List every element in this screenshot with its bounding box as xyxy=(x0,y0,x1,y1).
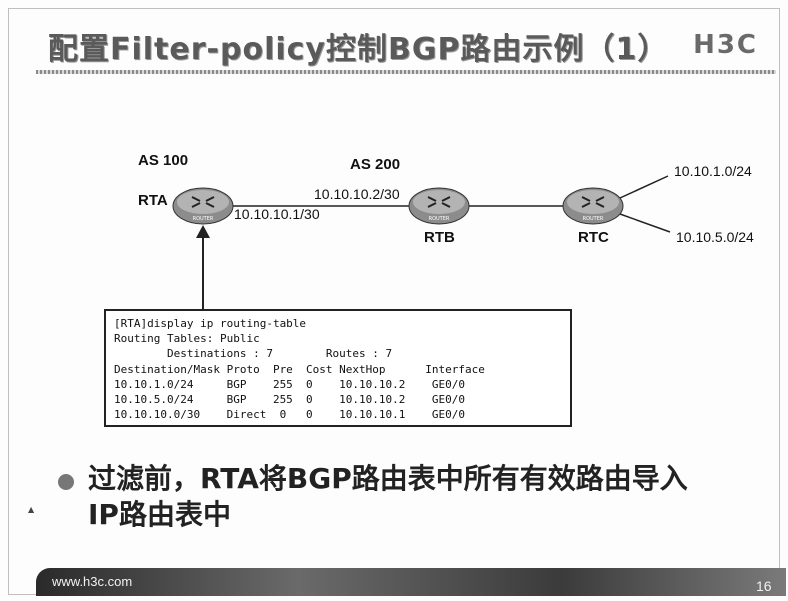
as-200-label: AS 200 xyxy=(350,156,401,173)
h3c-logo: H3C xyxy=(693,30,758,60)
rta-interface-ip: 10.10.10.1/30 xyxy=(234,206,320,222)
arrow-head xyxy=(196,225,210,238)
bullet-text: 过滤前，RTA将BGP路由表中所有有效路由导入 IP路由表中 xyxy=(88,461,748,533)
routing-table-line: Destinations : 7 Routes : 7 xyxy=(114,347,393,361)
routing-table-header: Destination/Mask Proto Pre Cost NextHop … xyxy=(114,362,485,376)
routing-table-box: [RTA]display ip routing-table Routing Ta… xyxy=(104,309,572,427)
routing-table-row: 10.10.5.0/24 BGP 255 0 10.10.10.2 GE0/0 xyxy=(114,393,465,407)
footer-band xyxy=(36,568,786,596)
as-100-label: AS 100 xyxy=(138,152,189,169)
network-10-10-1: 10.10.1.0/24 xyxy=(674,163,752,179)
page-number: 16 xyxy=(756,578,772,594)
small-triangle-icon: ▲ xyxy=(28,505,35,514)
network-10-10-5: 10.10.5.0/24 xyxy=(676,229,754,245)
routing-table-row: 10.10.10.0/30 Direct 0 0 10.10.10.1 GE0/… xyxy=(114,408,465,422)
routing-table-row: 10.10.1.0/24 BGP 255 0 10.10.10.2 GE0/0 xyxy=(114,377,465,391)
router-badge: ROUTER xyxy=(583,216,604,222)
router-name-rtc: RTC xyxy=(578,229,609,246)
router-icon: ROUTER xyxy=(408,187,470,225)
bullet-line-1: 过滤前，RTA将BGP路由表中所有有效路由导入 xyxy=(88,462,688,495)
router-icon: ROUTER xyxy=(172,187,234,225)
link-rtc-net2 xyxy=(619,213,671,233)
router-badge: ROUTER xyxy=(429,216,450,222)
title-divider xyxy=(36,70,776,74)
footer-url: www.h3c.com xyxy=(52,574,133,589)
routing-table-line: [RTA]display ip routing-table xyxy=(114,317,307,330)
bullet-line-2: IP路由表中 xyxy=(88,498,231,531)
router-icon: ROUTER xyxy=(562,187,624,225)
router-name-rta: RTA xyxy=(138,192,168,209)
router-badge: ROUTER xyxy=(193,216,214,222)
routing-table-line: Routing Tables: Public xyxy=(114,332,260,346)
router-name-rtb: RTB xyxy=(424,229,455,246)
link-rtc-net1 xyxy=(619,175,669,199)
bullet-icon xyxy=(58,474,74,490)
rtb-interface-ip: 10.10.10.2/30 xyxy=(314,186,400,202)
slide-title: 配置Filter-policy控制BGP路由示例（1） xyxy=(48,32,669,67)
